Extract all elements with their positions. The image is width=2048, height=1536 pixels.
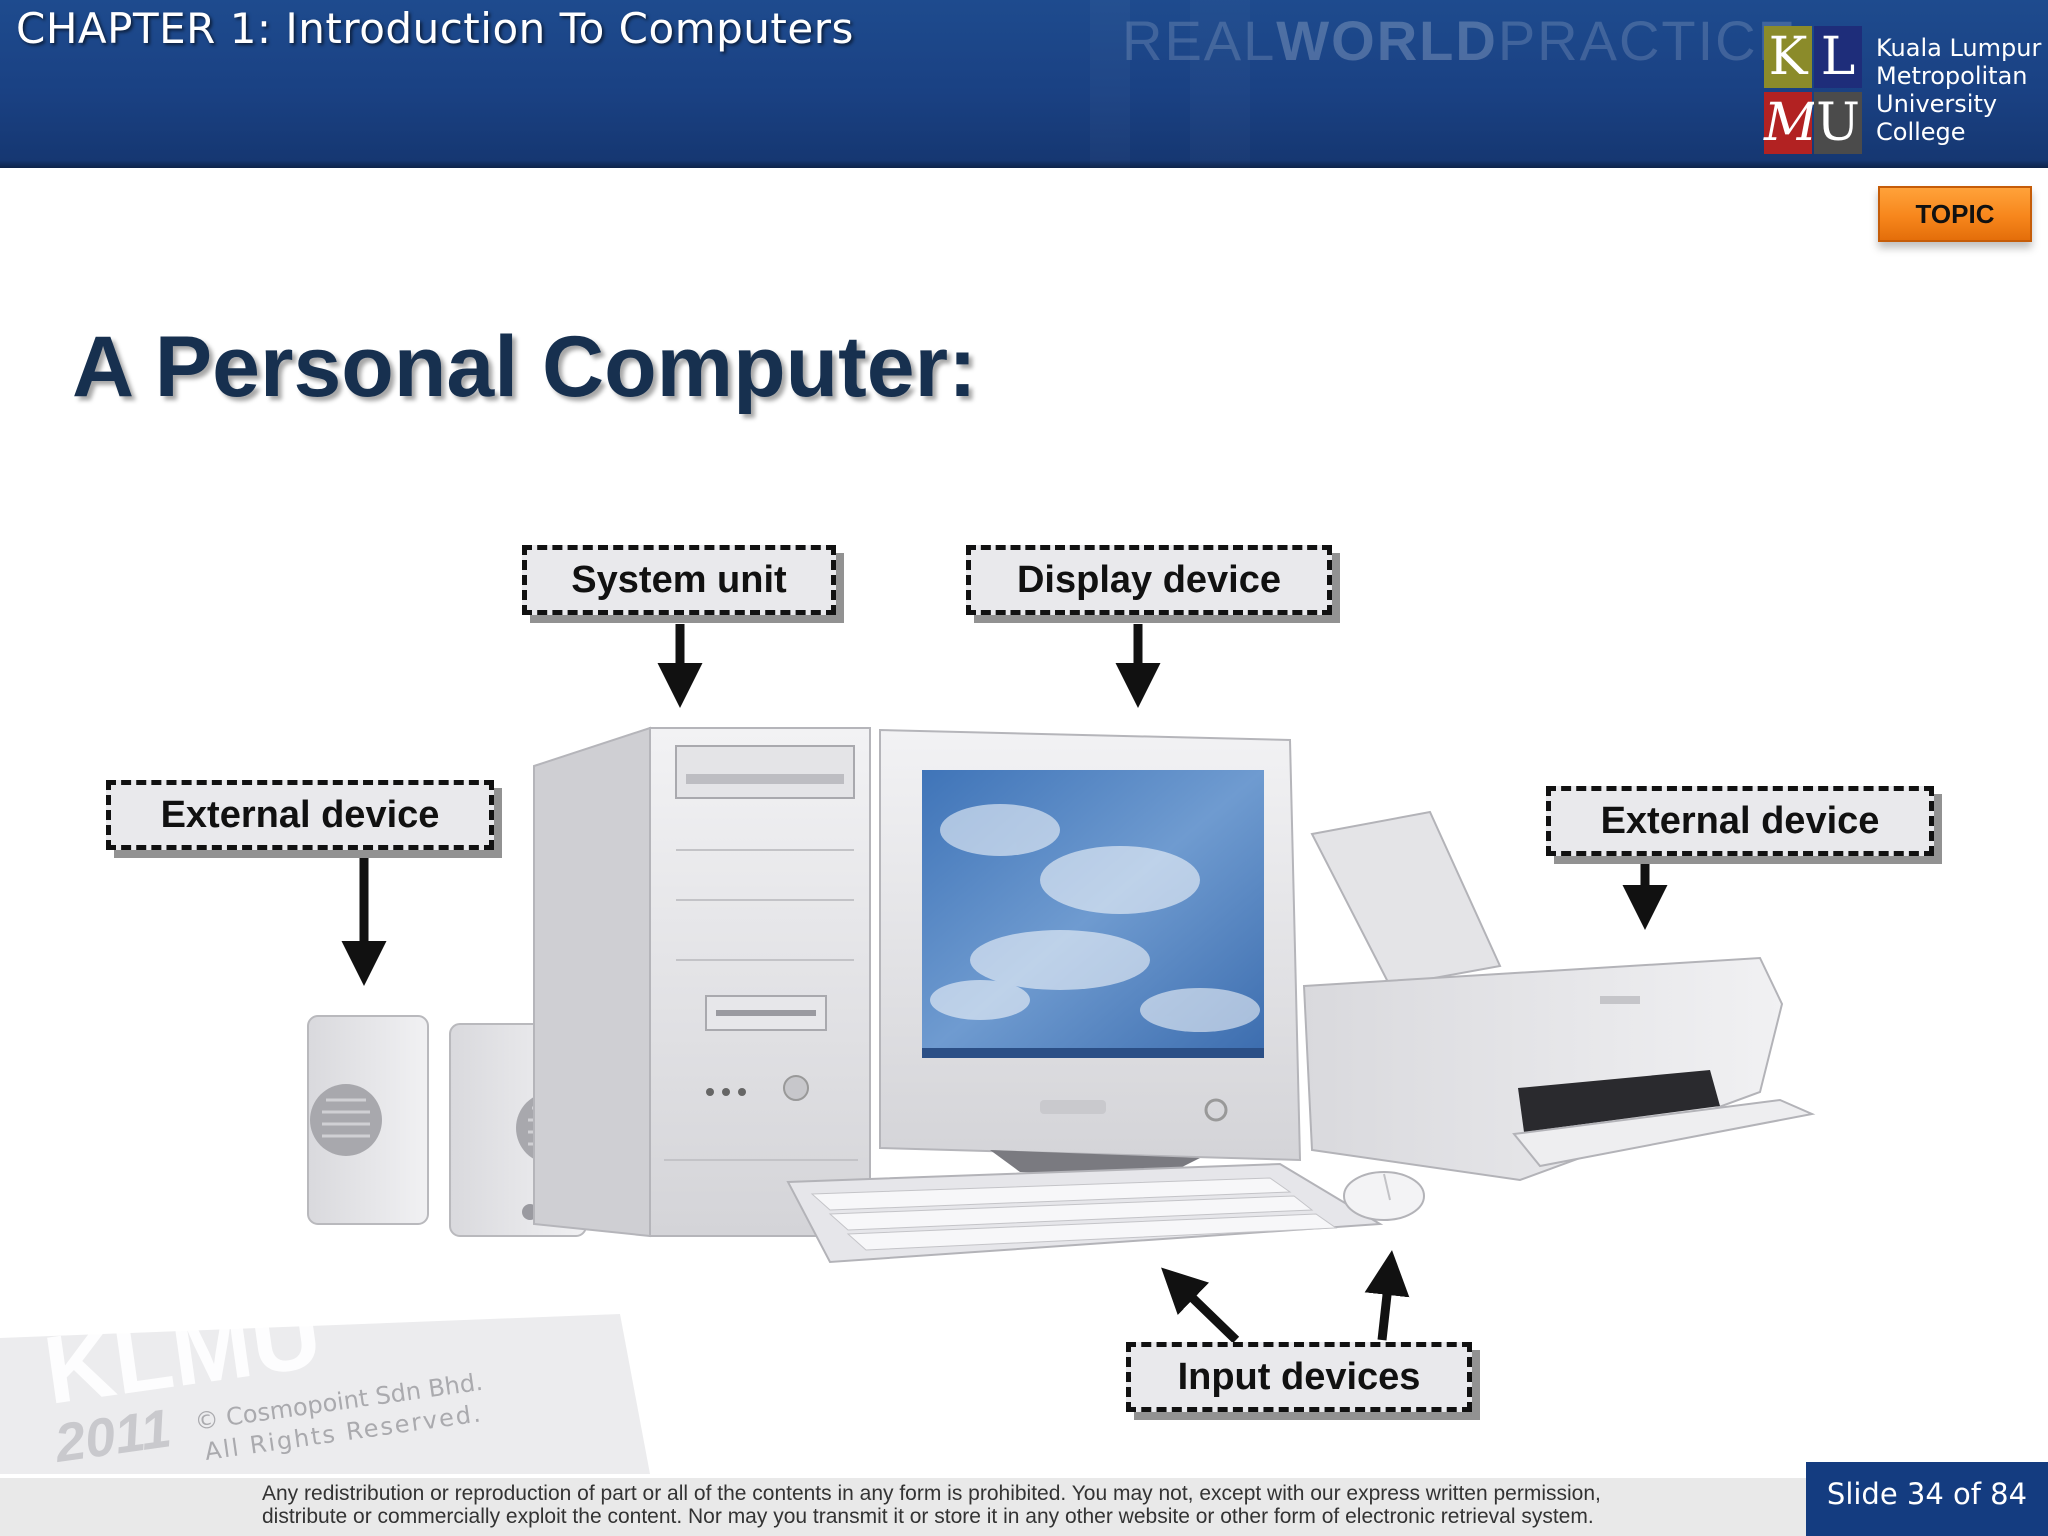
keyboard-icon [786, 1162, 1384, 1264]
callout-input-devices: Input devices [1126, 1342, 1472, 1412]
logo-letter-k: K [1764, 26, 1812, 88]
arrow-input-mouse [1364, 1250, 1410, 1341]
footer-notice-line-2: distribute or commercially exploit the c… [262, 1505, 1594, 1528]
crt-monitor-icon [879, 728, 1302, 1178]
arrow-input-keyboard [1161, 1267, 1240, 1344]
callout-external-device-left: External device [106, 780, 494, 850]
header-shadow [0, 160, 2048, 168]
chapter-title: CHAPTER 1: Introduction To Computers [16, 4, 854, 53]
header-banner: REALWORLDPRACTICE CHAPTER 1: Introductio… [0, 0, 2048, 168]
slide-heading: A Personal Computer: [72, 319, 977, 415]
footer-band [0, 1478, 2048, 1536]
printer-icon [1302, 810, 1816, 1182]
header-tagline: REALWORLDPRACTICE [1122, 9, 1797, 72]
speaker-icon [449, 1023, 588, 1237]
logo-name: Kuala Lumpur Metropolitan University Col… [1876, 34, 2041, 146]
copyright-watermark: KLMU 2011 © Cosmopoint Sdn Bhd. All Righ… [0, 1314, 650, 1474]
mouse-icon [1343, 1171, 1425, 1221]
topic-button[interactable]: TOPIC [1878, 186, 2032, 242]
logo-name-line-1: Kuala Lumpur [1876, 34, 2042, 62]
logo-name-line-2: Metropolitan [1876, 62, 2028, 90]
logo-letter-u: U [1814, 92, 1862, 154]
footer-notice-line-1: Any redistribution or reproduction of pa… [262, 1482, 1601, 1505]
slide-counter: Slide 34 of 84 [1806, 1462, 2048, 1536]
footer-notice: Any redistribution or reproduction of pa… [262, 1482, 1762, 1528]
logo-letter-m: M [1764, 92, 1818, 154]
callout-display-device: Display device [966, 545, 1332, 615]
callout-external-device-right: External device [1546, 786, 1934, 856]
klmu-logo: K L M U Kuala Lumpur Metropolitan Univer… [1762, 22, 2048, 162]
logo-letter-l: L [1814, 26, 1862, 88]
speaker-icon [307, 1015, 429, 1225]
header-pattern [1050, 0, 2048, 168]
callout-system-unit: System unit [522, 545, 836, 615]
system-unit-tower-icon [533, 726, 871, 1238]
logo-name-line-3: University [1876, 90, 1998, 118]
logo-name-line-4: College [1876, 118, 1966, 146]
